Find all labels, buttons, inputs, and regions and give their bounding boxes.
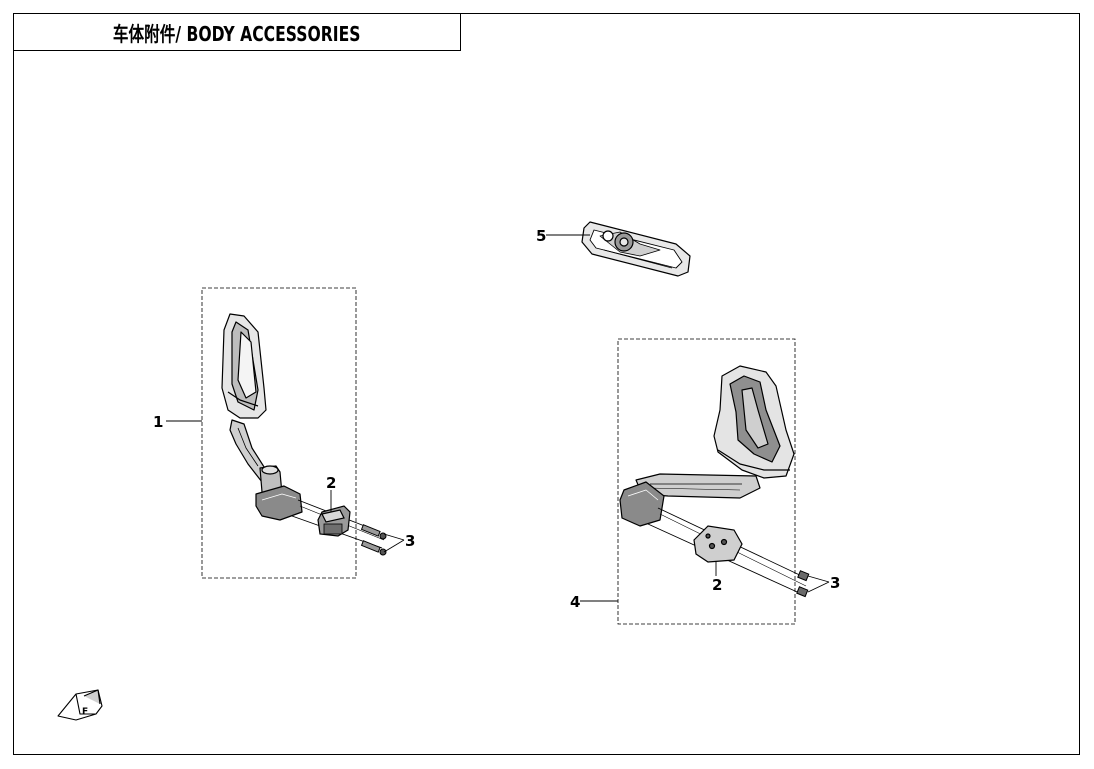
right-assembly-boundary — [617, 338, 796, 625]
left-bolts — [360, 524, 387, 556]
rear-view-mirror — [581, 221, 691, 277]
page-title: 车体附件/ BODY ACCESSORIES — [113, 21, 361, 46]
callout-3-left: 3 — [405, 532, 415, 550]
callout-3-right: 3 — [830, 574, 840, 592]
forward-direction-arrow-icon: F — [57, 689, 103, 721]
leader-lines — [166, 234, 830, 602]
right-clamp — [693, 525, 743, 563]
left-clamp — [317, 505, 351, 537]
title-box: 车体附件/ BODY ACCESSORIES — [13, 13, 461, 51]
callout-5: 5 — [536, 227, 546, 245]
callout-4: 4 — [570, 593, 580, 611]
fwd-label: F — [82, 707, 88, 717]
callout-1: 1 — [153, 413, 163, 431]
drawing-frame — [13, 13, 1080, 755]
right-bolts — [796, 570, 810, 598]
left-side-mirror — [221, 313, 385, 549]
callout-2-left: 2 — [326, 474, 336, 492]
callout-2-right: 2 — [712, 576, 722, 594]
